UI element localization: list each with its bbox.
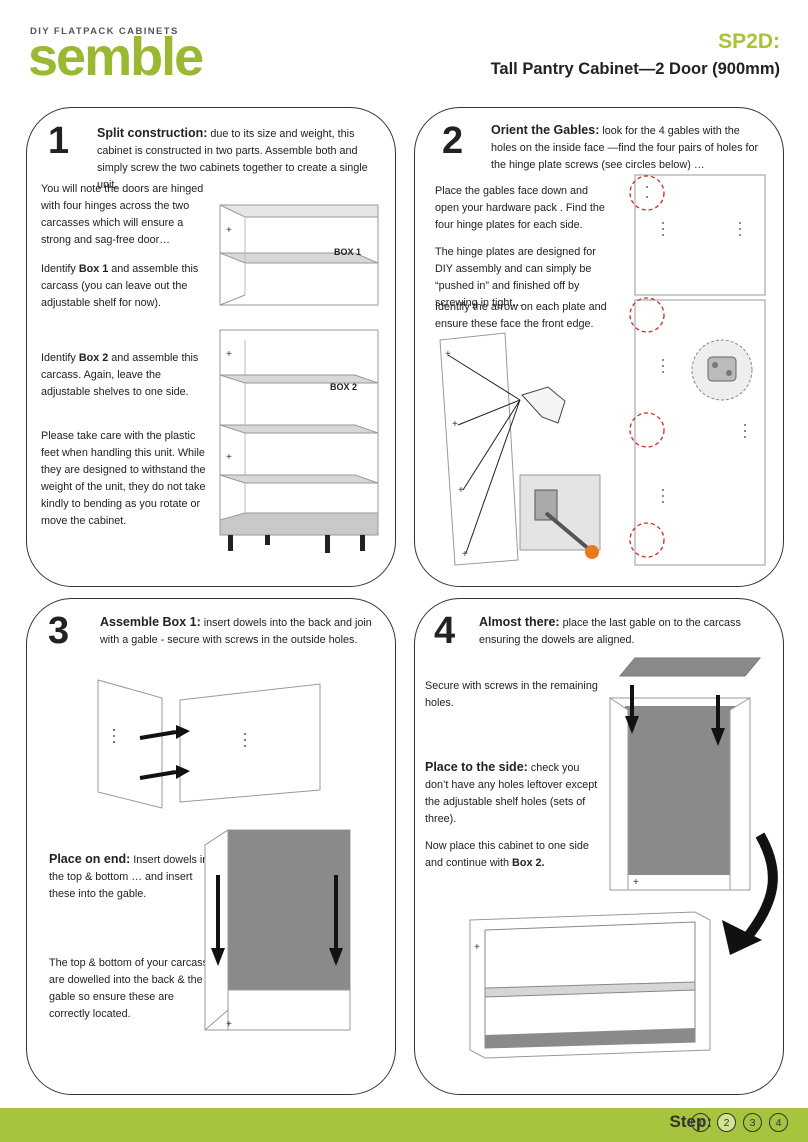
step-2-paragraph-3: Identify the arrow on each plate and ens… bbox=[435, 301, 607, 330]
svg-text:+: + bbox=[445, 349, 451, 360]
step-2-paragraph-2: The hinge plates are designed for DIY as… bbox=[435, 246, 596, 309]
svg-text:+: + bbox=[226, 225, 232, 236]
step-3-paragraph-2: The top & bottom of your carcass are dow… bbox=[49, 957, 209, 1020]
product-code: SP2D: bbox=[718, 30, 780, 53]
step-3-paragraph-1: Place on end: Insert dowels into the top… bbox=[49, 852, 218, 900]
svg-text:+: + bbox=[474, 942, 480, 953]
svg-text:+: + bbox=[226, 1019, 232, 1030]
svg-text:+: + bbox=[452, 419, 458, 430]
box-2-label: BOX 2 bbox=[330, 382, 357, 392]
step-3-number: 3 bbox=[48, 610, 70, 652]
svg-text:+: + bbox=[458, 485, 464, 496]
step-1-paragraph-4: Please take care with the plastic feet w… bbox=[41, 430, 206, 527]
step-4-indicator[interactable]: 4 bbox=[769, 1113, 788, 1132]
step-4-intro: Almost there: place the last gable on to… bbox=[479, 615, 741, 646]
brand-logo: semble bbox=[28, 27, 204, 87]
box-stack-illustration: + BOX 1 + + BOX 2 bbox=[219, 204, 379, 553]
step-4-paragraph-3: Now place this cabinet to one side and c… bbox=[425, 840, 589, 869]
step-1-intro: Split construction: due to its size and … bbox=[97, 126, 368, 191]
step-3-indicator[interactable]: 3 bbox=[743, 1113, 762, 1132]
step-4-paragraph-1: Secure with screws in the remaining hole… bbox=[425, 680, 598, 709]
step-4-number: 4 bbox=[434, 610, 456, 652]
step-3-intro: Assemble Box 1: insert dowels into the b… bbox=[100, 615, 372, 646]
page-title: Tall Pantry Cabinet—2 Door (900mm) bbox=[490, 60, 780, 78]
step-2-intro: Orient the Gables: look for the 4 gables… bbox=[491, 123, 759, 171]
step-1-number: 1 bbox=[48, 120, 70, 162]
step-1-paragraph-2: Identify Box 1 and assemble this carcass… bbox=[41, 263, 199, 309]
footer-bar bbox=[0, 1108, 808, 1142]
svg-text:+: + bbox=[633, 877, 639, 888]
step-4-paragraph-2: Place to the side: check you don’t have … bbox=[425, 760, 598, 825]
finish-box-1-illustration: + + bbox=[469, 657, 778, 1059]
gables-illustration: + + + + bbox=[439, 174, 766, 566]
assemble-box-1-illustration: + bbox=[97, 679, 351, 1032]
step-1-paragraph-1: You will note the doors are hinged with … bbox=[41, 183, 204, 246]
step-1-indicator[interactable]: 1 bbox=[691, 1113, 710, 1132]
box-1-label: BOX 1 bbox=[334, 247, 361, 257]
step-2-number: 2 bbox=[442, 120, 464, 162]
brand-tagline: DIY FLATPACK CABINETS bbox=[30, 26, 179, 37]
step-2-paragraph-1: Place the gables face down and open your… bbox=[435, 185, 605, 231]
svg-text:+: + bbox=[462, 549, 468, 560]
step-2-indicator[interactable]: 2 bbox=[717, 1113, 736, 1132]
svg-text:+: + bbox=[226, 452, 232, 463]
step-indicator: 1 2 3 4 bbox=[691, 1113, 788, 1132]
step-1-paragraph-3: Identify Box 2 and assemble this carcass… bbox=[41, 352, 199, 398]
svg-text:+: + bbox=[226, 349, 232, 360]
